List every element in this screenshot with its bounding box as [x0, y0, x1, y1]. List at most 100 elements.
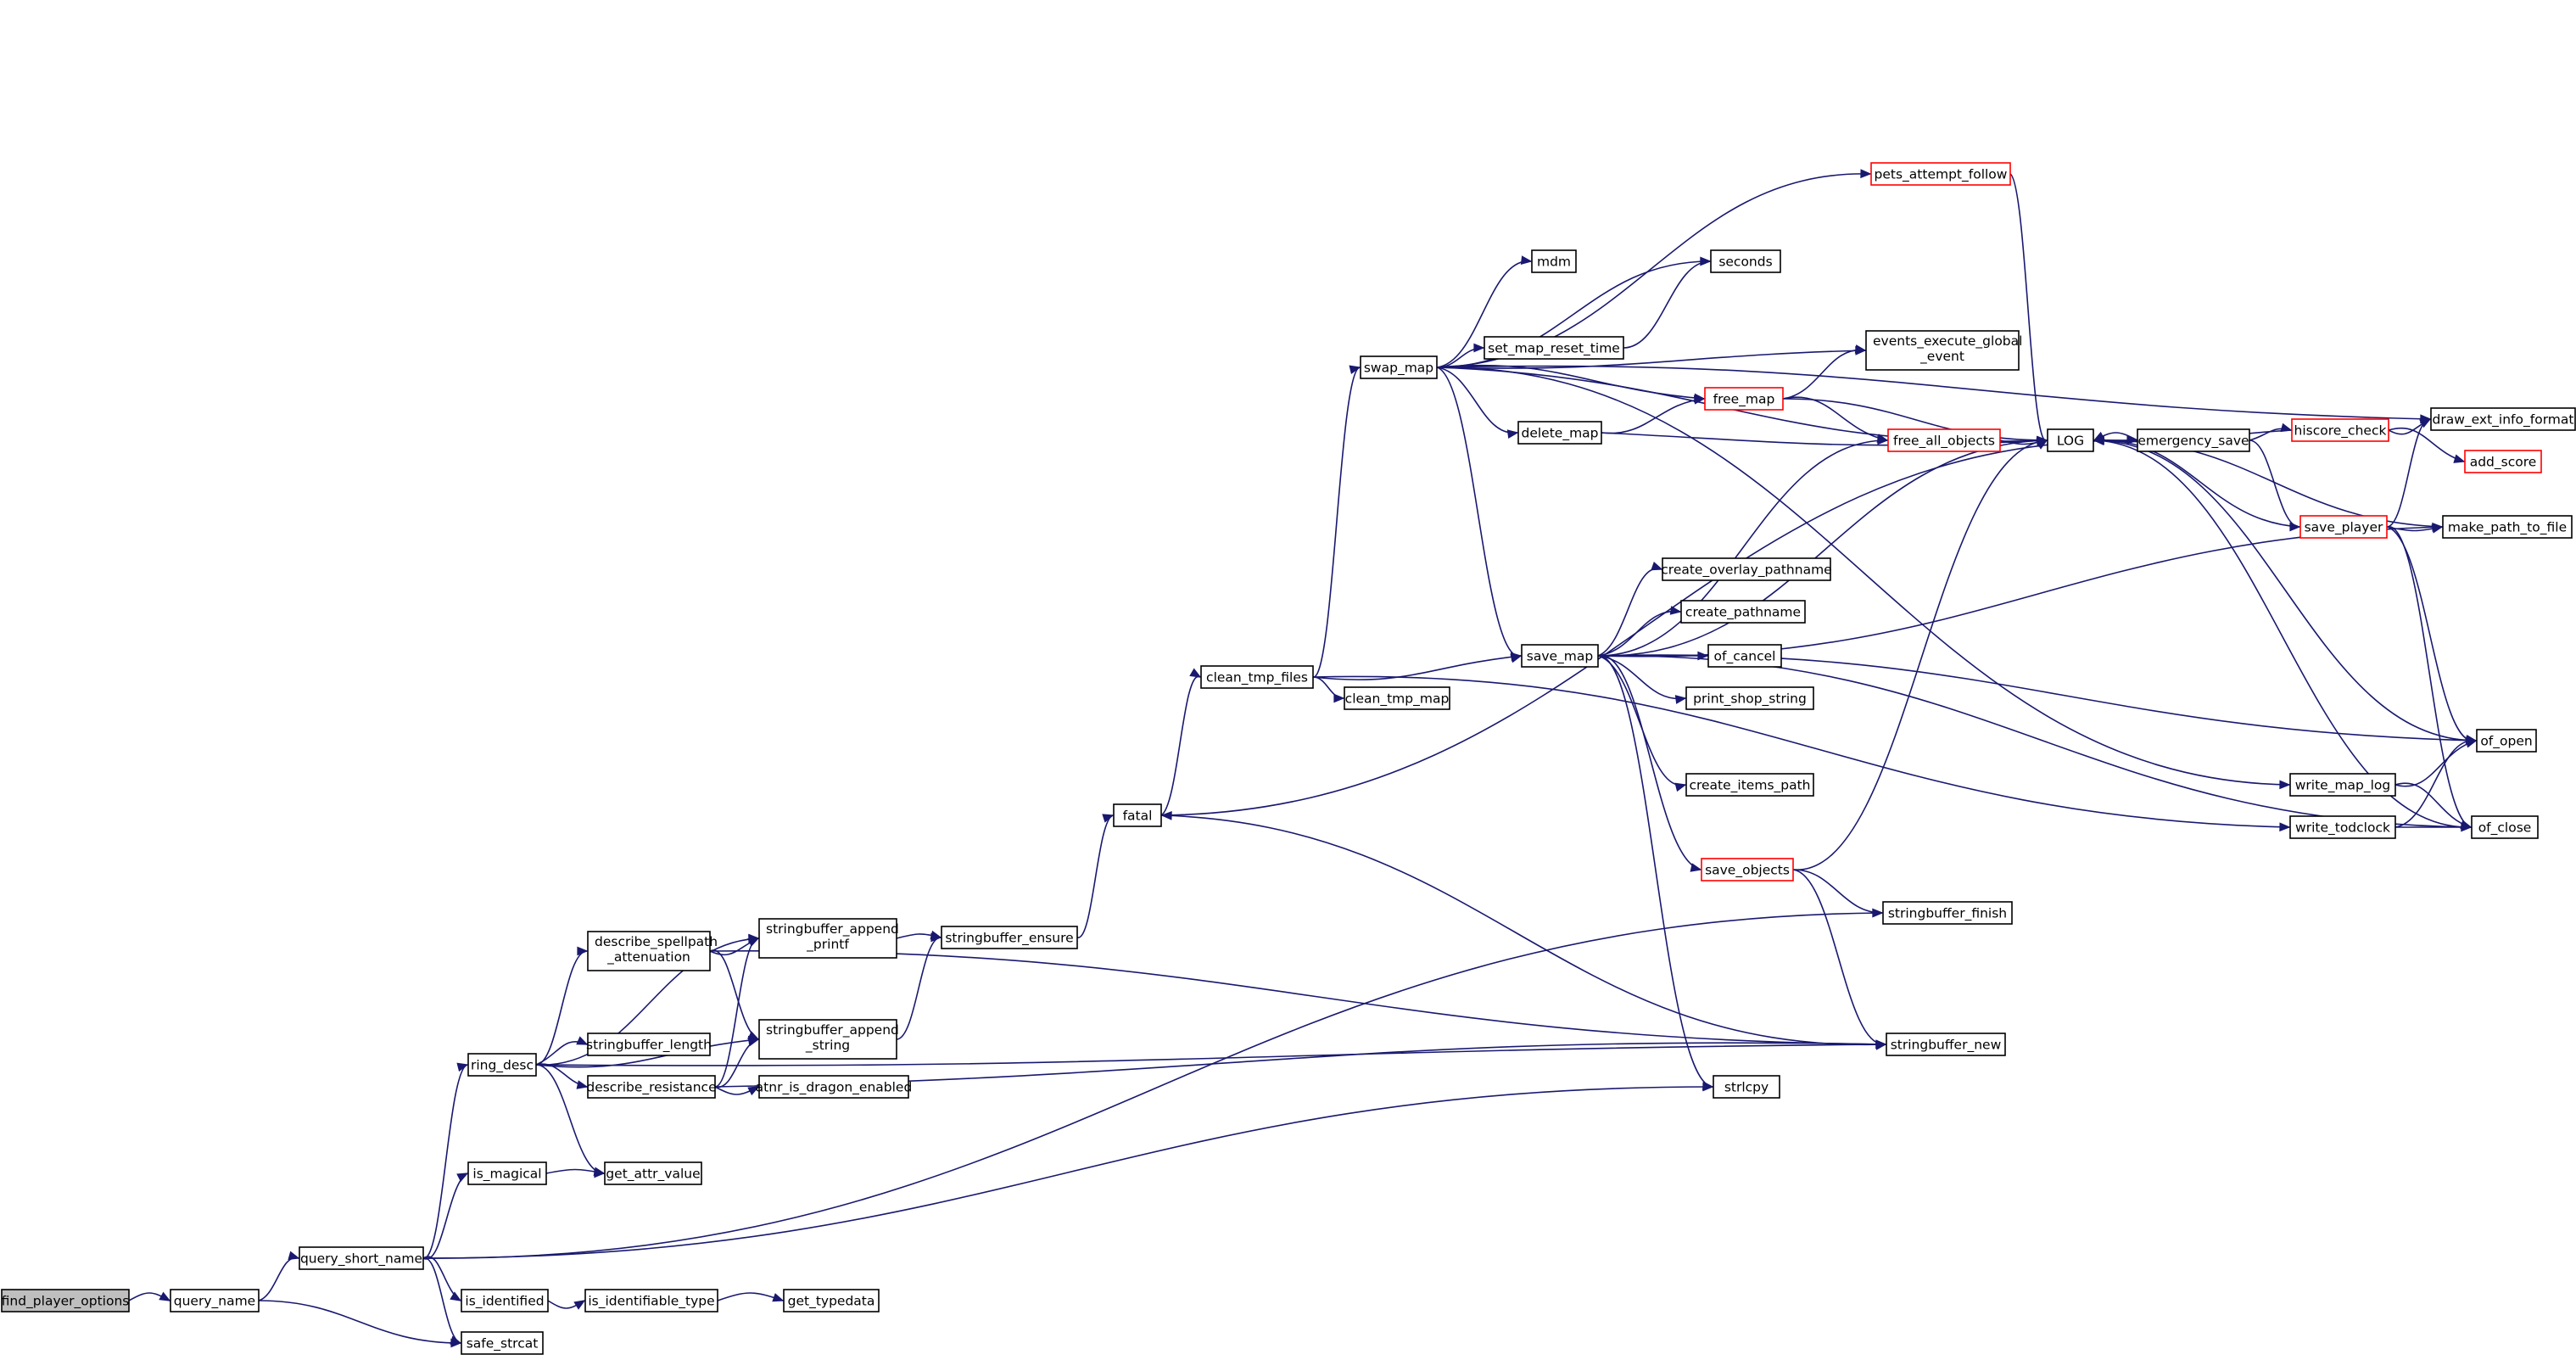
node-box-query_name[interactable] — [170, 1289, 260, 1312]
node-box-delete_map[interactable] — [1517, 421, 1602, 445]
node-create_overlay_pathname[interactable]: create_overlay_pathname — [1661, 557, 1832, 581]
node-box-ring_desc[interactable] — [467, 1053, 537, 1077]
node-pets_attempt_follow[interactable]: pets_attempt_follow — [1870, 162, 2011, 186]
node-stringbuffer_length[interactable]: stringbuffer_length — [586, 1033, 712, 1056]
node-ring_desc[interactable]: ring_desc — [467, 1053, 537, 1077]
node-box-query_short_name[interactable] — [299, 1246, 424, 1270]
node-atnr_is_dragon_enabled[interactable]: atnr_is_dragon_enabled — [756, 1075, 913, 1099]
node-query_short_name[interactable]: query_short_name — [299, 1246, 424, 1270]
node-of_cancel[interactable]: of_cancel — [1707, 644, 1782, 668]
node-box-write_todclock[interactable] — [2289, 815, 2396, 839]
node-box-pets_attempt_follow[interactable] — [1870, 162, 2011, 186]
node-create_pathname[interactable]: create_pathname — [1680, 600, 1806, 624]
node-box-describe_resistance[interactable] — [587, 1075, 716, 1099]
node-set_map_reset_time[interactable]: set_map_reset_time — [1484, 336, 1624, 360]
node-find_player_options[interactable]: find_player_options — [1, 1289, 130, 1312]
node-get_attr_value[interactable]: get_attr_value — [604, 1161, 702, 1185]
node-box-stringbuffer_finish[interactable] — [1882, 901, 2013, 925]
node-save_player[interactable]: save_player — [2299, 515, 2388, 539]
node-make_path_to_file[interactable]: make_path_to_file — [2442, 515, 2573, 539]
node-box-of_close[interactable] — [2471, 815, 2539, 839]
node-strlcpy[interactable]: strlcpy — [1713, 1075, 1780, 1099]
node-get_typedata[interactable]: get_typedata — [783, 1289, 880, 1312]
node-free_all_objects[interactable]: free_all_objects — [1887, 428, 2001, 452]
node-safe_strcat[interactable]: safe_strcat — [461, 1331, 544, 1355]
node-box-describe_spellpath_attenuation[interactable] — [587, 931, 711, 971]
node-box-is_identified[interactable] — [461, 1289, 549, 1312]
node-box-fatal[interactable] — [1113, 803, 1162, 827]
node-box-save_map[interactable] — [1521, 644, 1599, 668]
node-box-mdm[interactable] — [1531, 249, 1577, 273]
node-stringbuffer_append_printf[interactable]: stringbuffer_append_printf — [758, 918, 899, 959]
node-write_map_log[interactable]: write_map_log — [2289, 773, 2396, 797]
node-LOG[interactable]: LOG — [2047, 428, 2094, 452]
node-box-free_all_objects[interactable] — [1887, 428, 2001, 452]
node-emergency_save[interactable]: emergency_save — [2137, 428, 2250, 452]
node-print_shop_string[interactable]: print_shop_string — [1685, 686, 1814, 710]
node-stringbuffer_ensure[interactable]: stringbuffer_ensure — [941, 926, 1078, 949]
node-box-clean_tmp_map[interactable] — [1344, 686, 1450, 710]
node-fatal[interactable]: fatal — [1113, 803, 1162, 827]
node-save_objects[interactable]: save_objects — [1701, 858, 1794, 881]
node-box-clean_tmp_files[interactable] — [1200, 665, 1314, 689]
node-box-stringbuffer_length[interactable] — [587, 1033, 711, 1056]
node-box-stringbuffer_append_string[interactable] — [758, 1019, 897, 1060]
node-is_magical[interactable]: is_magical — [467, 1161, 547, 1185]
node-swap_map[interactable]: swap_map — [1360, 355, 1438, 379]
node-box-is_magical[interactable] — [467, 1161, 547, 1185]
node-box-print_shop_string[interactable] — [1685, 686, 1814, 710]
node-box-find_player_options[interactable] — [1, 1289, 130, 1312]
node-seconds[interactable]: seconds — [1710, 249, 1781, 273]
node-save_map[interactable]: save_map — [1521, 644, 1599, 668]
node-box-draw_ext_info_format[interactable] — [2430, 407, 2576, 431]
node-box-stringbuffer_append_printf[interactable] — [758, 918, 897, 959]
node-add_score[interactable]: add_score — [2464, 450, 2542, 473]
node-box-create_overlay_pathname[interactable] — [1662, 557, 1831, 581]
node-delete_map[interactable]: delete_map — [1517, 421, 1602, 445]
node-box-hiscore_check[interactable] — [2291, 418, 2389, 442]
node-query_name[interactable]: query_name — [170, 1289, 260, 1312]
node-box-free_map[interactable] — [1704, 387, 1784, 411]
node-box-strlcpy[interactable] — [1713, 1075, 1780, 1099]
node-box-stringbuffer_ensure[interactable] — [941, 926, 1078, 949]
node-box-seconds[interactable] — [1710, 249, 1781, 273]
node-box-create_items_path[interactable] — [1685, 773, 1814, 797]
node-of_close[interactable]: of_close — [2471, 815, 2539, 839]
node-mdm[interactable]: mdm — [1531, 249, 1577, 273]
node-box-save_objects[interactable] — [1701, 858, 1794, 881]
node-describe_spellpath_attenuation[interactable]: describe_spellpath_attenuation — [587, 931, 718, 971]
node-write_todclock[interactable]: write_todclock — [2289, 815, 2396, 839]
node-box-swap_map[interactable] — [1360, 355, 1438, 379]
node-box-emergency_save[interactable] — [2137, 428, 2250, 452]
node-box-safe_strcat[interactable] — [461, 1331, 544, 1355]
node-box-of_open[interactable] — [2476, 729, 2537, 753]
node-box-get_typedata[interactable] — [783, 1289, 880, 1312]
node-box-stringbuffer_new[interactable] — [1886, 1033, 2006, 1056]
node-hiscore_check[interactable]: hiscore_check — [2291, 418, 2389, 442]
node-stringbuffer_new[interactable]: stringbuffer_new — [1886, 1033, 2006, 1056]
node-is_identified[interactable]: is_identified — [461, 1289, 549, 1312]
node-box-create_pathname[interactable] — [1680, 600, 1806, 624]
node-box-write_map_log[interactable] — [2289, 773, 2396, 797]
node-clean_tmp_files[interactable]: clean_tmp_files — [1200, 665, 1314, 689]
node-box-of_cancel[interactable] — [1707, 644, 1782, 668]
node-events_execute_global_event[interactable]: events_execute_global_event — [1865, 330, 2022, 371]
node-box-atnr_is_dragon_enabled[interactable] — [758, 1075, 909, 1099]
node-describe_resistance[interactable]: describe_resistance — [586, 1075, 717, 1099]
node-box-events_execute_global_event[interactable] — [1865, 330, 2020, 371]
node-is_identifiable_type[interactable]: is_identifiable_type — [584, 1289, 718, 1312]
node-draw_ext_info_format[interactable]: draw_ext_info_format — [2430, 407, 2576, 431]
node-free_map[interactable]: free_map — [1704, 387, 1784, 411]
node-box-set_map_reset_time[interactable] — [1484, 336, 1624, 360]
node-box-add_score[interactable] — [2464, 450, 2542, 473]
node-create_items_path[interactable]: create_items_path — [1685, 773, 1814, 797]
node-clean_tmp_map[interactable]: clean_tmp_map — [1344, 686, 1450, 710]
node-box-get_attr_value[interactable] — [604, 1161, 702, 1185]
node-box-save_player[interactable] — [2299, 515, 2388, 539]
node-box-LOG[interactable] — [2047, 428, 2094, 452]
node-box-make_path_to_file[interactable] — [2442, 515, 2573, 539]
node-stringbuffer_finish[interactable]: stringbuffer_finish — [1882, 901, 2013, 925]
node-of_open[interactable]: of_open — [2476, 729, 2537, 753]
node-box-is_identifiable_type[interactable] — [584, 1289, 718, 1312]
node-stringbuffer_append_string[interactable]: stringbuffer_append_string — [758, 1019, 899, 1060]
